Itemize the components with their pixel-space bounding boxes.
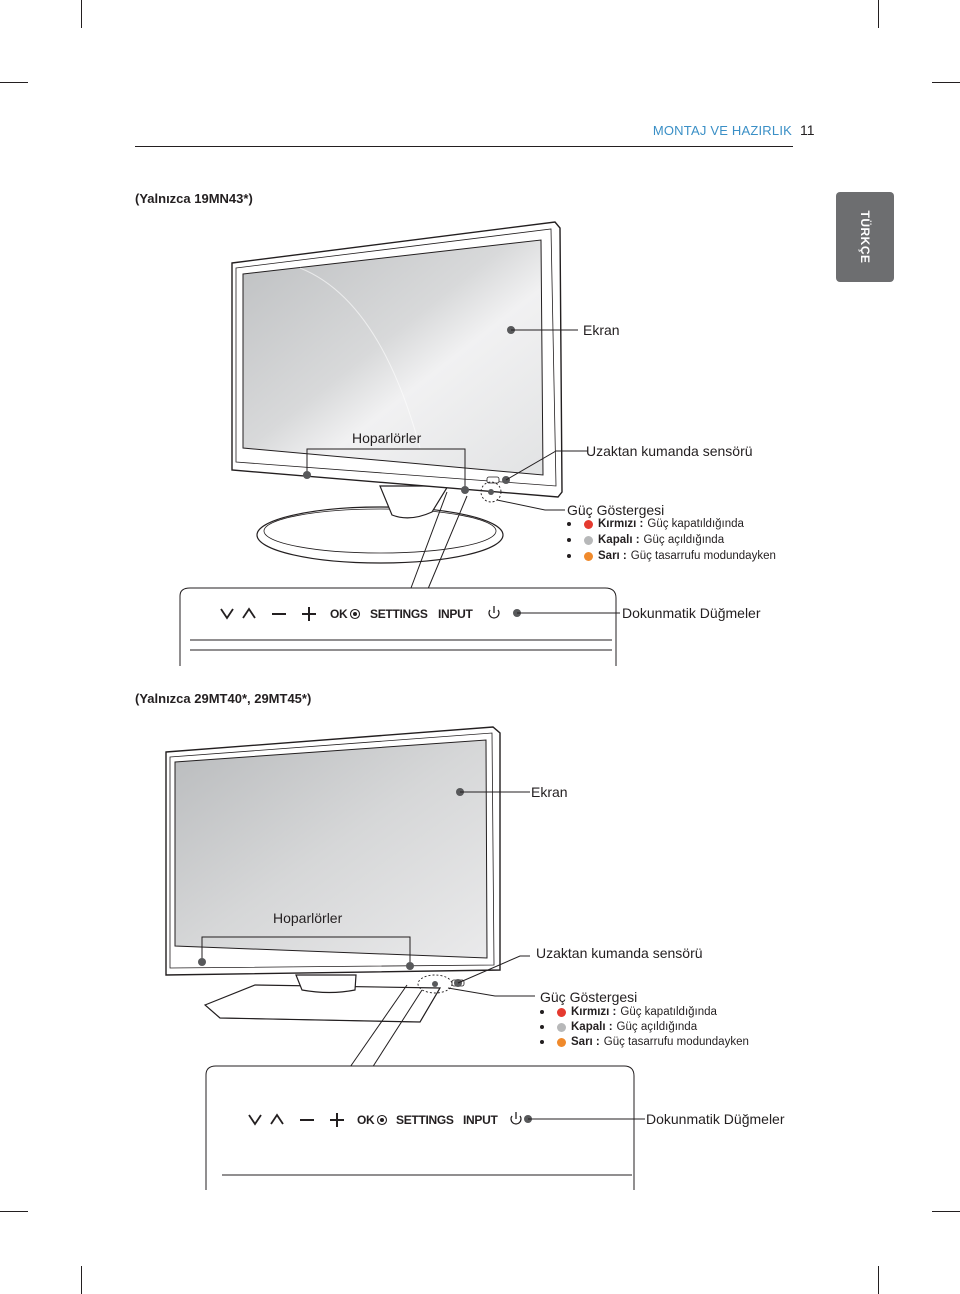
bullet	[567, 538, 571, 542]
grey-led-icon	[584, 535, 593, 545]
orange-led-icon	[557, 1037, 566, 1047]
crop-mark	[81, 1266, 82, 1294]
power-state-desc: Güç kapatıldığında	[620, 1006, 717, 1018]
bullet	[540, 1025, 544, 1029]
power-state-row: Kırmızı : Güç kapatıldığında	[540, 1006, 717, 1018]
monitor-19mn43	[231, 221, 588, 597]
power-state-row: Kapalı : Güç açıldığında	[567, 534, 724, 546]
chevron-down-icon	[220, 608, 234, 620]
red-led-icon	[584, 519, 593, 529]
label-remote-sensor: Uzaktan kumanda sensörü	[586, 443, 753, 459]
power-state-desc: Güç kapatıldığında	[647, 518, 744, 530]
power-state-term: Sarı :	[571, 1036, 600, 1048]
power-state-row: Kırmızı : Güç kapatıldığında	[567, 518, 744, 530]
red-led-icon	[557, 1007, 566, 1017]
chevron-up-icon	[242, 607, 256, 619]
power-state-desc: Güç tasarrufu modundayken	[603, 1036, 749, 1048]
crop-mark	[0, 82, 28, 83]
ok-dot-icon	[376, 1114, 388, 1126]
settings-button-label: SETTINGS	[370, 607, 428, 621]
plus-icon	[302, 607, 316, 621]
section-title-19mn43: (Yalnızca 19MN43*)	[135, 191, 253, 206]
power-state-term: Kırmızı :	[598, 518, 644, 530]
settings-button-label: SETTINGS	[396, 1113, 454, 1127]
power-icon	[510, 1112, 522, 1125]
crop-mark	[81, 0, 82, 28]
header-rule	[135, 146, 793, 147]
section-title-29mt40: (Yalnızca 29MT40*, 29MT45*)	[135, 691, 312, 706]
crop-mark	[878, 0, 879, 28]
power-state-row: Sarı : Güç tasarrufu modundayken	[567, 550, 776, 562]
label-screen: Ekran	[583, 322, 620, 338]
input-button-label: INPUT	[438, 607, 473, 621]
power-state-term: Kapalı :	[571, 1021, 613, 1033]
bullet	[567, 554, 571, 558]
label-speakers: Hoparlörler	[352, 430, 422, 446]
ok-button-label: OK	[330, 607, 348, 621]
bullet	[567, 522, 571, 526]
label-touch-buttons: Dokunmatik Düğmeler	[646, 1111, 785, 1127]
power-state-term: Kırmızı :	[571, 1006, 617, 1018]
touch-button-panel-1	[179, 587, 620, 666]
power-state-row: Kapalı : Güç açıldığında	[540, 1021, 697, 1033]
power-state-desc: Güç açıldığında	[643, 534, 725, 546]
crop-mark	[0, 1211, 28, 1212]
monitor-29mt40	[165, 726, 535, 1071]
power-state-term: Sarı :	[598, 550, 627, 562]
crop-mark	[932, 82, 960, 83]
power-icon	[488, 606, 500, 619]
chevron-up-icon	[270, 1113, 284, 1125]
page-number: 11	[800, 122, 815, 138]
power-state-desc: Güç tasarrufu modundayken	[630, 550, 776, 562]
ok-dot-icon	[349, 608, 361, 620]
plus-icon	[330, 1113, 344, 1127]
grey-led-icon	[557, 1022, 566, 1032]
bullet	[540, 1040, 544, 1044]
orange-led-icon	[584, 551, 593, 561]
label-power-indicator: Güç Göstergesi	[567, 502, 665, 518]
label-touch-buttons: Dokunmatik Düğmeler	[622, 605, 761, 621]
crop-mark	[878, 1266, 879, 1294]
chevron-down-icon	[248, 1114, 262, 1126]
page-section-title: MONTAJ VE HAZIRLIK	[652, 123, 792, 138]
power-state-desc: Güç açıldığında	[616, 1021, 698, 1033]
label-power-indicator: Güç Göstergesi	[540, 989, 638, 1005]
language-tab: TÜRKÇE	[836, 192, 894, 282]
input-button-label: INPUT	[463, 1113, 498, 1127]
label-screen: Ekran	[531, 784, 568, 800]
label-speakers: Hoparlörler	[273, 910, 343, 926]
crop-mark	[932, 1211, 960, 1212]
touch-button-panel-2	[205, 1065, 645, 1190]
power-state-row: Sarı : Güç tasarrufu modundayken	[540, 1036, 749, 1048]
ok-button-label: OK	[357, 1113, 375, 1127]
power-state-term: Kapalı :	[598, 534, 640, 546]
bullet	[540, 1010, 544, 1014]
label-remote-sensor: Uzaktan kumanda sensörü	[536, 945, 703, 961]
